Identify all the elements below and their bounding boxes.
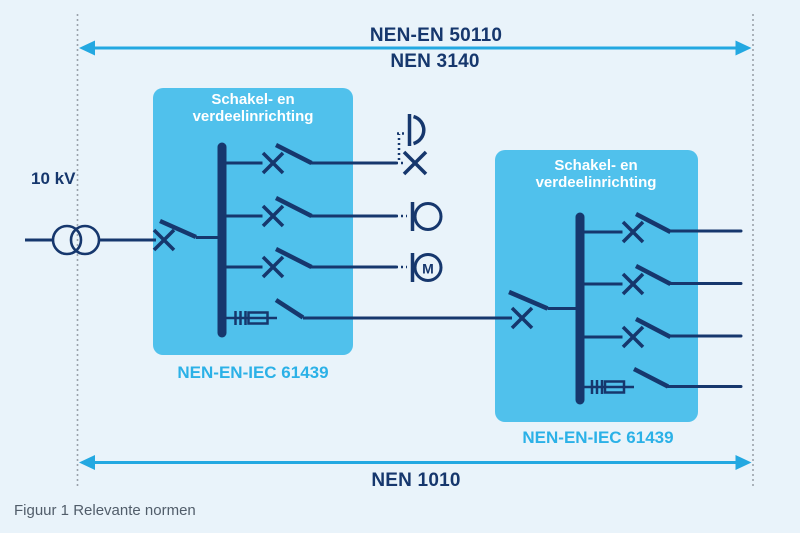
nen-en-50110-label: NEN-EN 50110 — [369, 25, 503, 46]
feeder-switch-icon — [226, 195, 407, 228]
lamp-icon — [402, 150, 428, 176]
fuse-icon — [584, 380, 634, 394]
load-connector-dotted-lines — [396, 132, 406, 165]
feeder-switch-icon — [226, 246, 407, 279]
top-span-arrow-icon — [79, 40, 752, 56]
panel1-background — [153, 88, 353, 355]
main-disconnector-switch-icon — [508, 289, 578, 330]
bottom-span-arrow-icon — [79, 455, 752, 470]
figure-caption: Figuur 1 Relevante normen — [14, 502, 196, 519]
feeder-switch-icon — [226, 142, 398, 175]
voltage-label: 10 kV — [31, 169, 76, 188]
motor-icon: M — [410, 253, 443, 282]
nen-1010-label: NEN 1010 — [371, 470, 461, 491]
panel2-title: Schakel- en verdeelinrichting — [535, 157, 657, 191]
feeder-switch-icon — [584, 264, 743, 296]
nen-3140-label: NEN 3140 — [390, 51, 480, 72]
panel2-standard-label: NEN-EN-IEC 61439 — [522, 428, 674, 447]
transformer-icon — [25, 224, 156, 256]
appliance-icon — [410, 202, 443, 231]
feeder-switch-icon — [632, 366, 743, 389]
fuse-icon — [226, 311, 277, 325]
feeder-switch-icon — [584, 317, 743, 349]
socket-outlet-icon — [407, 114, 426, 146]
feeder-switch-icon — [584, 212, 743, 244]
motor-label: M — [422, 261, 434, 277]
panel1-standard-label: NEN-EN-IEC 61439 — [177, 363, 329, 382]
interconnect-switch-icon — [274, 298, 512, 320]
panel1-title: Schakel- en verdeelinrichting — [192, 91, 314, 125]
